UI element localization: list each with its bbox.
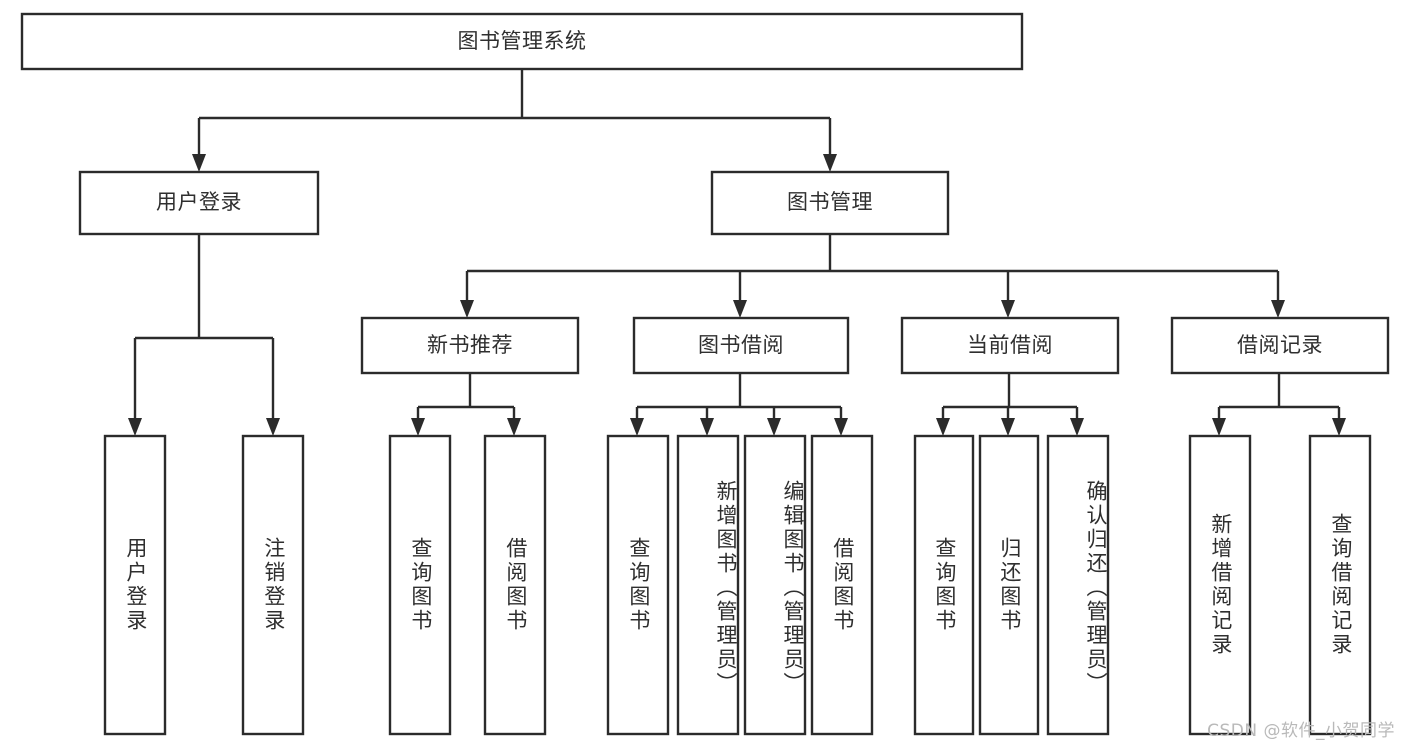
node-box-new-book-recommend[interactable] — [360, 316, 580, 375]
node-box-user-login[interactable] — [78, 170, 320, 236]
arrow-head-icon — [460, 300, 474, 318]
arrow-head-icon — [1332, 418, 1346, 436]
arrow-head-icon — [128, 418, 142, 436]
arrow-head-icon — [411, 418, 425, 436]
arrow-head-icon — [507, 418, 521, 436]
arrow-head-icon — [1001, 418, 1015, 436]
node-box-book-manage[interactable] — [710, 170, 950, 236]
arrow-head-icon — [266, 418, 280, 436]
arrow-head-icon — [733, 300, 747, 318]
arrow-head-icon — [192, 154, 206, 172]
arrow-head-icon — [823, 154, 837, 172]
arrow-head-icon — [1001, 300, 1015, 318]
node-box-leaf-query-record[interactable] — [1308, 434, 1372, 736]
node-box-current-borrow[interactable] — [900, 316, 1120, 375]
node-box-leaf-query-book-borrow[interactable] — [606, 434, 670, 736]
node-box-leaf-edit-book[interactable] — [743, 434, 807, 736]
arrow-head-icon — [834, 418, 848, 436]
node-box-root[interactable] — [20, 12, 1024, 71]
connector-layer — [128, 69, 1346, 436]
node-box-leaf-confirm-return[interactable] — [1046, 434, 1110, 736]
node-box-leaf-query-book-rec[interactable] — [388, 434, 452, 736]
arrow-head-icon — [700, 418, 714, 436]
arrow-head-icon — [767, 418, 781, 436]
node-box-leaf-query-book-cur[interactable] — [913, 434, 975, 736]
watermark-text: CSDN @软件_小贺同学 — [1207, 721, 1395, 741]
node-box-leaf-borrow-book[interactable] — [810, 434, 874, 736]
node-box-layer — [20, 12, 1390, 736]
node-box-book-borrow[interactable] — [632, 316, 850, 375]
node-box-leaf-return-book[interactable] — [978, 434, 1040, 736]
node-box-leaf-logout[interactable] — [241, 434, 305, 736]
node-box-leaf-add-book[interactable] — [676, 434, 740, 736]
arrow-head-icon — [1271, 300, 1285, 318]
arrow-head-icon — [936, 418, 950, 436]
arrow-head-icon — [630, 418, 644, 436]
node-box-leaf-borrow-book-rec[interactable] — [483, 434, 547, 736]
arrow-head-icon — [1212, 418, 1226, 436]
node-box-borrow-record[interactable] — [1170, 316, 1390, 375]
arrow-head-icon — [1070, 418, 1084, 436]
node-box-leaf-user-login[interactable] — [103, 434, 167, 736]
node-box-leaf-add-record[interactable] — [1188, 434, 1252, 736]
